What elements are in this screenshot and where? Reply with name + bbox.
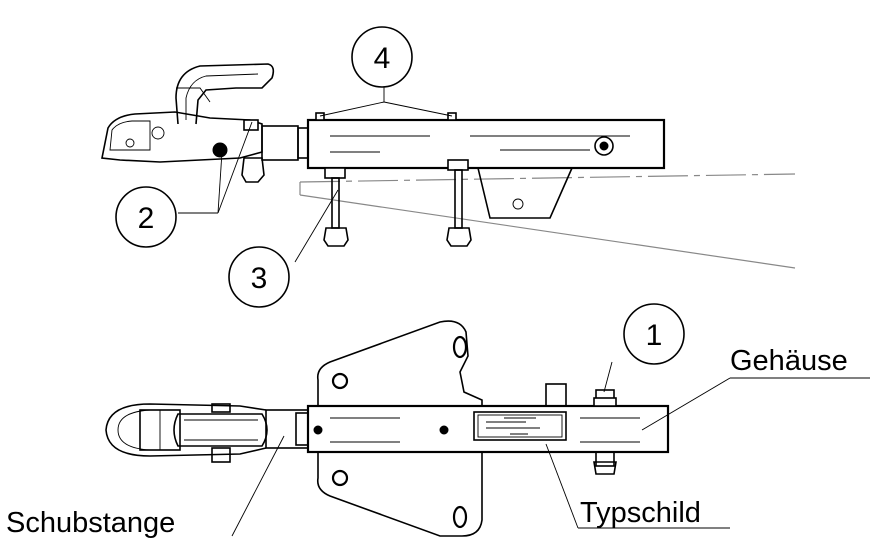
plan-view [105,320,870,537]
side-view [101,63,796,269]
housing-side [306,118,666,170]
coupling-plan [105,403,267,457]
callout-3: 3 [228,246,290,308]
callout-2: 2 [115,186,177,248]
callout-4: 4 [351,26,413,88]
mounting-plate [316,320,483,537]
label-typschild: Typschild [580,497,701,529]
mounting-bracket [477,167,573,219]
type-plate [473,411,567,441]
callout-4-label: 4 [374,42,391,75]
coupling-head [101,111,263,163]
callout-1-label: 1 [646,319,663,352]
callout-2-label: 2 [138,202,155,235]
coupling-handle [175,63,275,125]
label-gehaeuse: Gehäuse [730,345,848,377]
label-schubstange: Schubstange [6,507,175,538]
callout-3-label: 3 [251,262,268,295]
housing-plan [307,405,669,453]
callout-1: 1 [623,303,685,365]
